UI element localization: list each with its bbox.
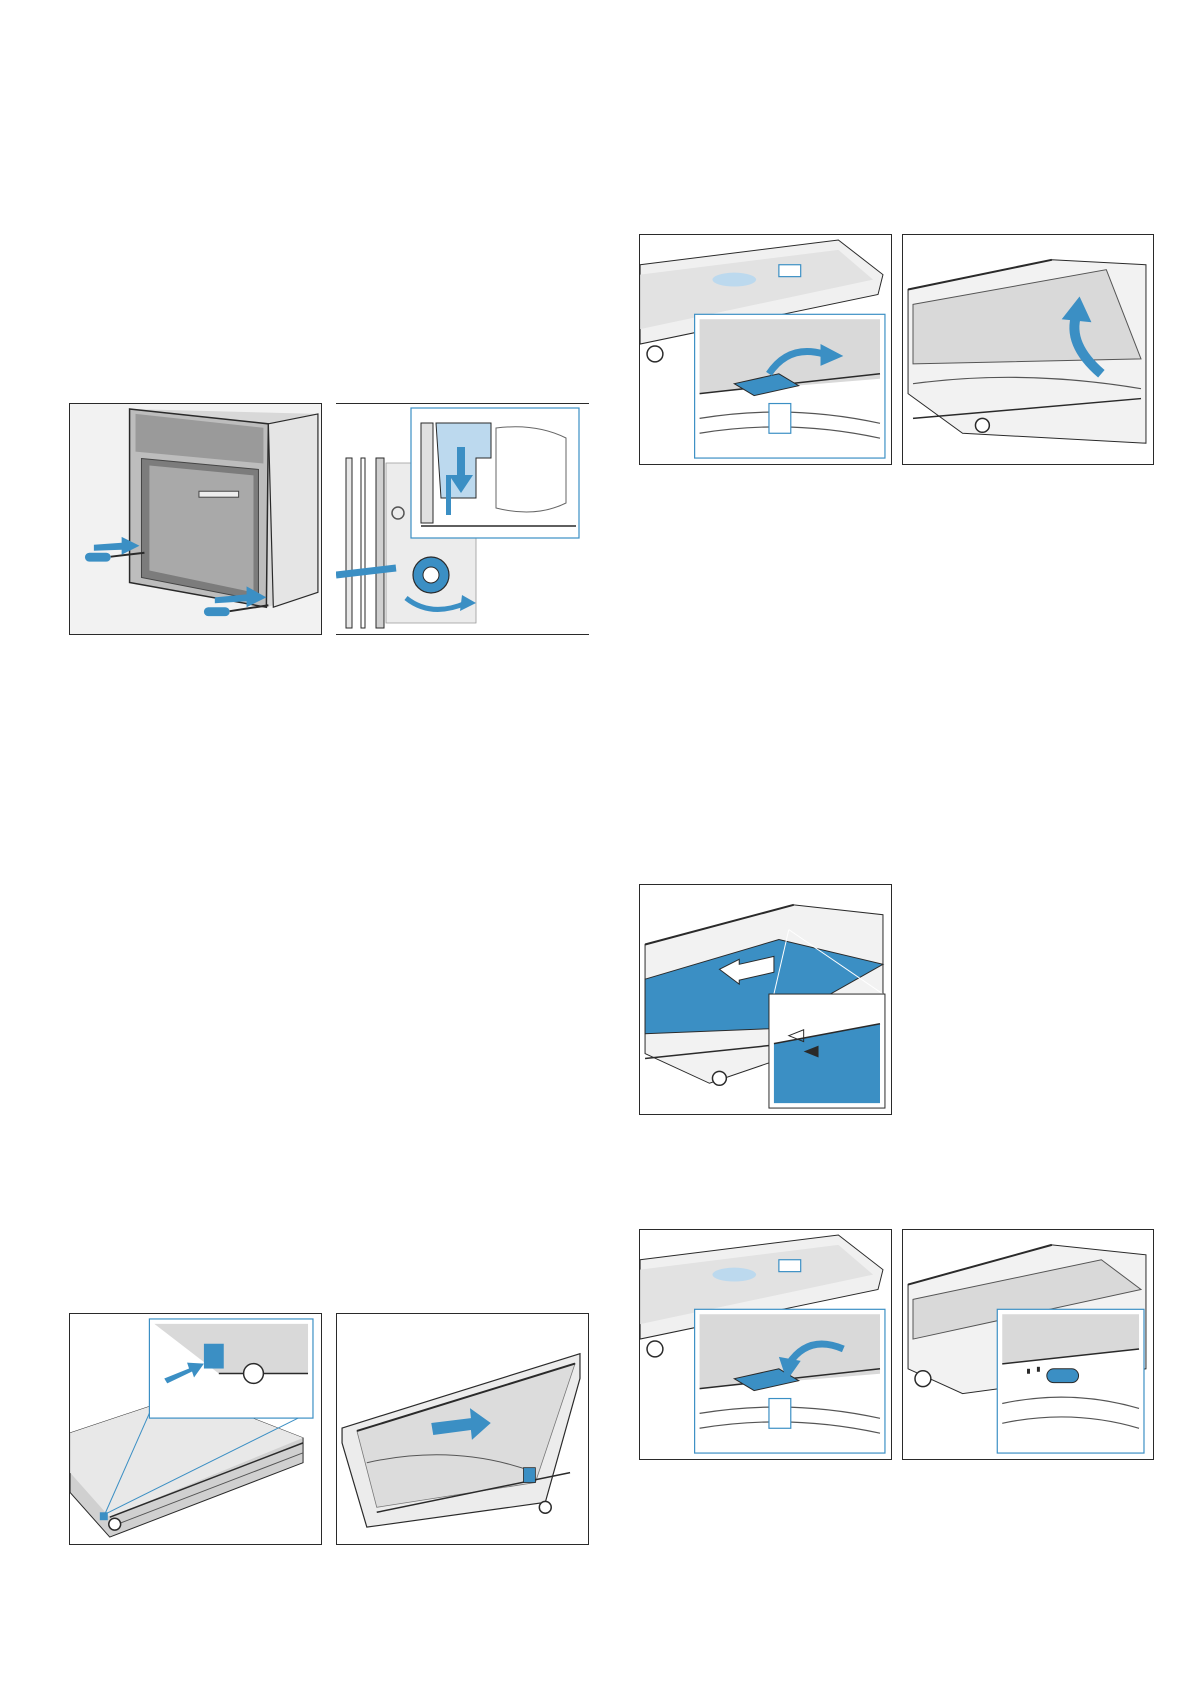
glass-lift-illustration	[903, 235, 1153, 464]
figure-oven-screwdriver	[69, 403, 322, 635]
glass-insert-illustration	[640, 885, 891, 1114]
figure-glass-insert-marking	[639, 884, 892, 1115]
clip-close-illustration	[640, 1230, 891, 1459]
figure-clip-close-detail	[639, 1229, 892, 1460]
hinge-illustration	[336, 403, 589, 635]
door-slide-illustration	[337, 1314, 588, 1544]
clip-closed-illustration	[903, 1230, 1153, 1459]
door-glass-illustration	[70, 1314, 321, 1544]
clip-open-illustration	[640, 235, 891, 464]
figure-door-glass-side-detail	[69, 1313, 322, 1545]
figure-glass-lift-out	[902, 234, 1154, 465]
oven-illustration	[70, 404, 321, 634]
figure-clip-closed-result	[902, 1229, 1154, 1460]
figure-clip-open-detail	[639, 234, 892, 465]
figure-door-glass-slide-out	[336, 1313, 589, 1545]
figure-hinge-lock-detail	[336, 403, 589, 635]
